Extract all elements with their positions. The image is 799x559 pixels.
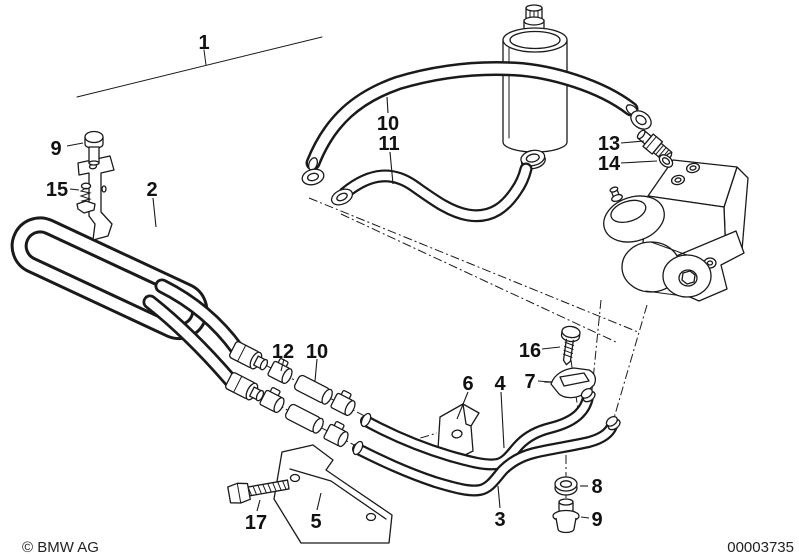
- bolt-17-drawing: [227, 479, 290, 504]
- leader-lines: [66, 96, 658, 519]
- screw-16-drawing: [560, 325, 581, 366]
- pipe-4-drawing: [360, 387, 596, 471]
- callout-4[interactable]: 4: [494, 373, 506, 395]
- hose-10-drawing: [301, 61, 652, 186]
- callout-3[interactable]: 3: [494, 509, 505, 531]
- bracket-5-drawing: [273, 444, 393, 544]
- callout-2[interactable]: 2: [146, 179, 157, 201]
- callout-15[interactable]: 15: [46, 179, 68, 201]
- seal-ring-14-drawing: [658, 154, 674, 168]
- callout-14[interactable]: 14: [598, 153, 621, 175]
- screw-15-drawing: [76, 182, 96, 214]
- bleeder-screw: [609, 186, 623, 203]
- plug-9-drawing: [552, 498, 580, 534]
- bolt-9-drawing: [84, 130, 104, 166]
- callout-9-top[interactable]: 9: [50, 138, 61, 160]
- reference-line: [76, 36, 323, 98]
- callout-labels: 1 9 15 2 10 11 13 14 12 10 16 7 6 4 17 5…: [46, 32, 621, 534]
- copyright-text: © BMW AG: [22, 539, 99, 556]
- callout-6[interactable]: 6: [462, 373, 473, 395]
- callout-1[interactable]: 1: [198, 32, 209, 54]
- callout-8[interactable]: 8: [591, 476, 602, 498]
- pipe-3-drawing: [352, 415, 621, 497]
- drawing-number: 00003735: [727, 539, 794, 556]
- callout-17[interactable]: 17: [245, 512, 267, 534]
- callout-11[interactable]: 11: [378, 133, 399, 155]
- callout-13[interactable]: 13: [598, 133, 620, 155]
- oil-cooler-drawing: [10, 216, 245, 389]
- callout-12[interactable]: 12: [272, 341, 294, 363]
- callout-16[interactable]: 16: [519, 340, 541, 362]
- hose-11-drawing: [330, 162, 533, 223]
- callout-10-top[interactable]: 10: [377, 113, 399, 135]
- reservoir-drawing: [502, 4, 568, 170]
- cooler-bracket-drawing: [77, 155, 115, 241]
- callout-9-bottom[interactable]: 9: [591, 509, 602, 531]
- grommet-8-drawing: [554, 476, 578, 496]
- steering-gear-drawing: [603, 159, 749, 302]
- callout-5[interactable]: 5: [310, 511, 321, 533]
- callout-7[interactable]: 7: [524, 371, 535, 393]
- callout-10-mid[interactable]: 10: [306, 341, 328, 363]
